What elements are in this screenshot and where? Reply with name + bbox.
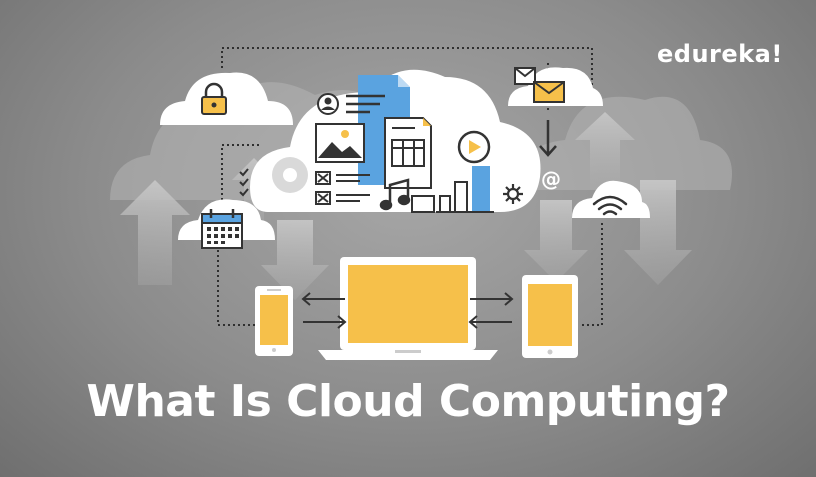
up-arrow-left bbox=[120, 180, 190, 285]
bar-chart-icon bbox=[436, 166, 494, 213]
devices bbox=[255, 257, 578, 360]
lock-cloud bbox=[160, 72, 293, 125]
envelope-icon bbox=[514, 67, 565, 103]
play-icon bbox=[457, 130, 491, 164]
lock-icon bbox=[201, 82, 227, 115]
phone-icon bbox=[255, 286, 293, 356]
envelope-cloud bbox=[508, 67, 603, 106]
download-arrow bbox=[539, 120, 557, 157]
wifi-cloud bbox=[572, 180, 650, 218]
wifi-icon bbox=[592, 195, 628, 216]
calendar-icon bbox=[201, 209, 243, 249]
tablet-icon bbox=[522, 275, 578, 358]
down-arrow-center-left bbox=[261, 220, 329, 300]
main-cloud bbox=[250, 69, 541, 213]
folder-icon bbox=[411, 195, 435, 213]
user-icon bbox=[317, 93, 385, 115]
sync-arrows-left bbox=[301, 292, 347, 329]
image-icon bbox=[315, 123, 365, 163]
gear-icon bbox=[503, 184, 523, 204]
down-arrow-center-right bbox=[524, 200, 588, 282]
up-arrow-right bbox=[575, 112, 635, 190]
table-document-icon bbox=[384, 117, 432, 189]
music-note-icon bbox=[379, 178, 411, 211]
brand-logo: edureka! bbox=[657, 40, 783, 68]
page-title: What Is Cloud Computing? bbox=[86, 376, 730, 427]
calendar-cloud bbox=[178, 199, 275, 249]
sync-arrows-right bbox=[468, 292, 514, 329]
checkbox-list bbox=[315, 171, 370, 205]
at-sign-icon: @ bbox=[541, 167, 561, 191]
laptop-icon bbox=[318, 257, 498, 360]
